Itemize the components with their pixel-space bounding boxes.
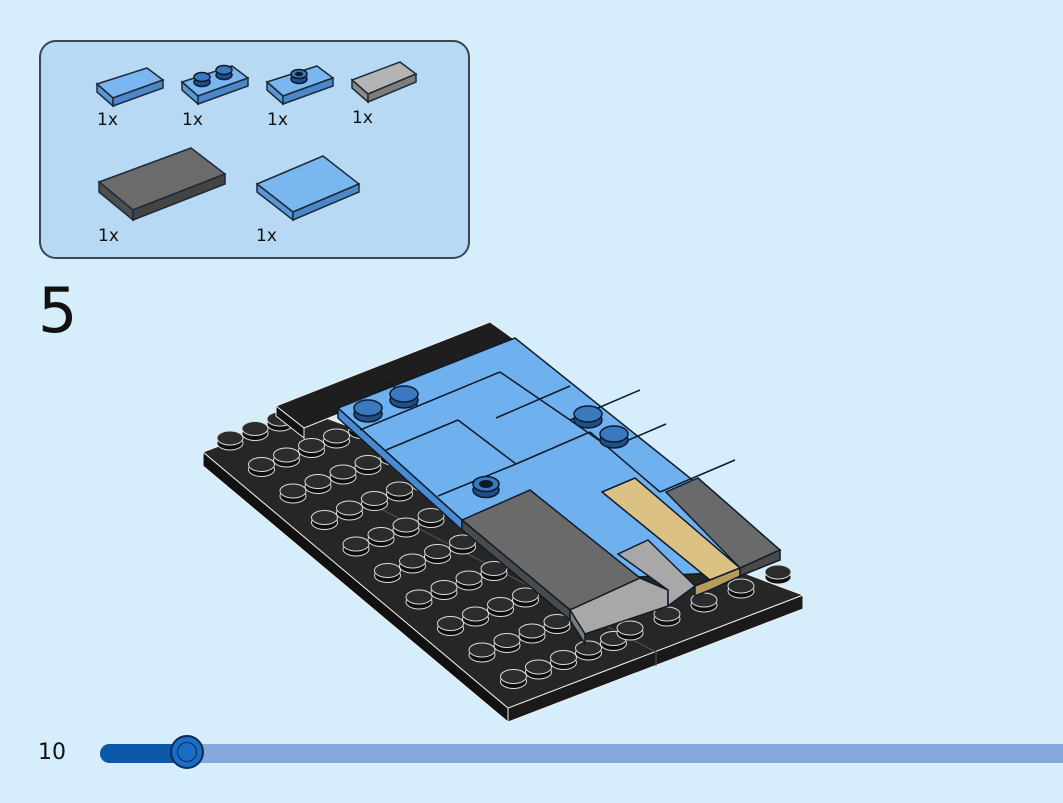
stud-top (311, 510, 338, 525)
stud-top (424, 544, 451, 559)
stud-top (480, 561, 508, 576)
stud (764, 564, 792, 580)
stud-top (493, 633, 521, 648)
stud-top (241, 421, 269, 436)
stud-top (361, 491, 388, 506)
stud-top (430, 580, 458, 595)
gray-tile-1x2-icon (350, 61, 418, 104)
blue-jumper-plate-1x2-icon (265, 65, 335, 106)
stud-top (417, 508, 445, 523)
stud-top (248, 457, 275, 472)
stud-top (273, 447, 300, 463)
stud-top (468, 642, 496, 658)
part-quantity: 1x (352, 108, 373, 128)
stud-top (298, 438, 325, 453)
stud-top (386, 481, 413, 497)
stud-top (329, 464, 357, 480)
stud (616, 620, 644, 636)
stud-top (279, 483, 307, 499)
stud-top (392, 517, 420, 533)
part-quantity: 1x (97, 110, 118, 130)
stud-top (405, 589, 433, 605)
stud-top (323, 428, 350, 444)
stud-top (462, 606, 489, 622)
stud-top (367, 527, 395, 542)
stud-top (518, 623, 546, 639)
stud-top (500, 669, 527, 684)
stud-top (575, 640, 602, 656)
stud-top (543, 614, 571, 629)
part-quantity: 1x (98, 226, 119, 246)
stud-top (437, 616, 464, 631)
progress-knob (170, 735, 204, 769)
dark-gray-tile-2x4-icon (97, 147, 227, 222)
blue-plate-1x2-icon (180, 64, 250, 106)
stud-top (550, 650, 577, 665)
part-quantity: 1x (267, 110, 288, 130)
blue-plate-studs (353, 385, 629, 499)
build-illustration (202, 321, 805, 724)
stud-top (399, 553, 426, 569)
stud-top (304, 474, 332, 489)
page-number: 10 (38, 740, 66, 765)
stud-top (487, 597, 514, 612)
stud-top (455, 570, 483, 586)
stud (727, 578, 755, 594)
parts-list-panel: 1x 1x 1x 1x 1x 1x (39, 40, 470, 259)
stud-top (354, 455, 382, 470)
stud-top (342, 536, 370, 552)
stud-top (374, 563, 401, 578)
stud-top (336, 500, 363, 516)
stud-top (216, 430, 244, 446)
stud-top (512, 587, 539, 603)
blue-tile-1x2-icon (95, 67, 165, 108)
step-number: 5 (38, 274, 78, 347)
part-quantity: 1x (182, 110, 203, 130)
blue-tile-2x3-icon (255, 155, 361, 222)
part-quantity: 1x (256, 226, 277, 246)
progress-bar (100, 735, 1063, 769)
stud-top (525, 659, 552, 675)
progress-fill (100, 744, 187, 763)
